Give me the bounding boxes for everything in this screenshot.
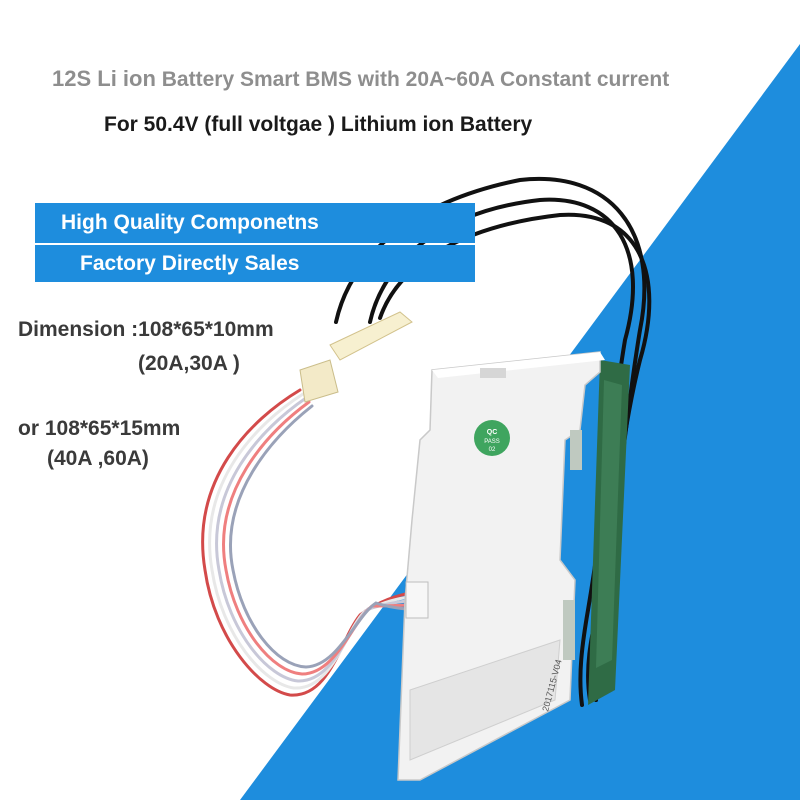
dimension-small: Dimension :108*65*10mm	[18, 318, 274, 341]
bms-board: QC PASS 02 2017115-V04	[397, 351, 605, 781]
product-title: 12S Li ion Battery Smart BMS with 20A~60…	[52, 66, 752, 92]
wire-connector	[299, 311, 413, 403]
dimension-small-note: (20A,30A )	[138, 352, 240, 375]
dimension-large: or 108*65*15mm	[18, 417, 181, 440]
product-subtitle: For 50.4V (full voltgae ) Lithium ion Ba…	[104, 113, 533, 136]
balance-wires	[201, 388, 412, 697]
title-rest: Battery Smart BMS with 20A~60A Constant …	[155, 68, 670, 91]
banner-quality: High Quality Componetns	[35, 203, 475, 243]
title-lead: 12S Li ion	[52, 66, 156, 91]
banner-factory: Factory Directly Sales	[35, 245, 475, 282]
svg-text:PASS: PASS	[484, 439, 500, 445]
svg-text:QC: QC	[487, 429, 498, 436]
svg-text:02: 02	[489, 447, 496, 453]
dimension-large-note: (40A ,60A)	[47, 447, 149, 470]
